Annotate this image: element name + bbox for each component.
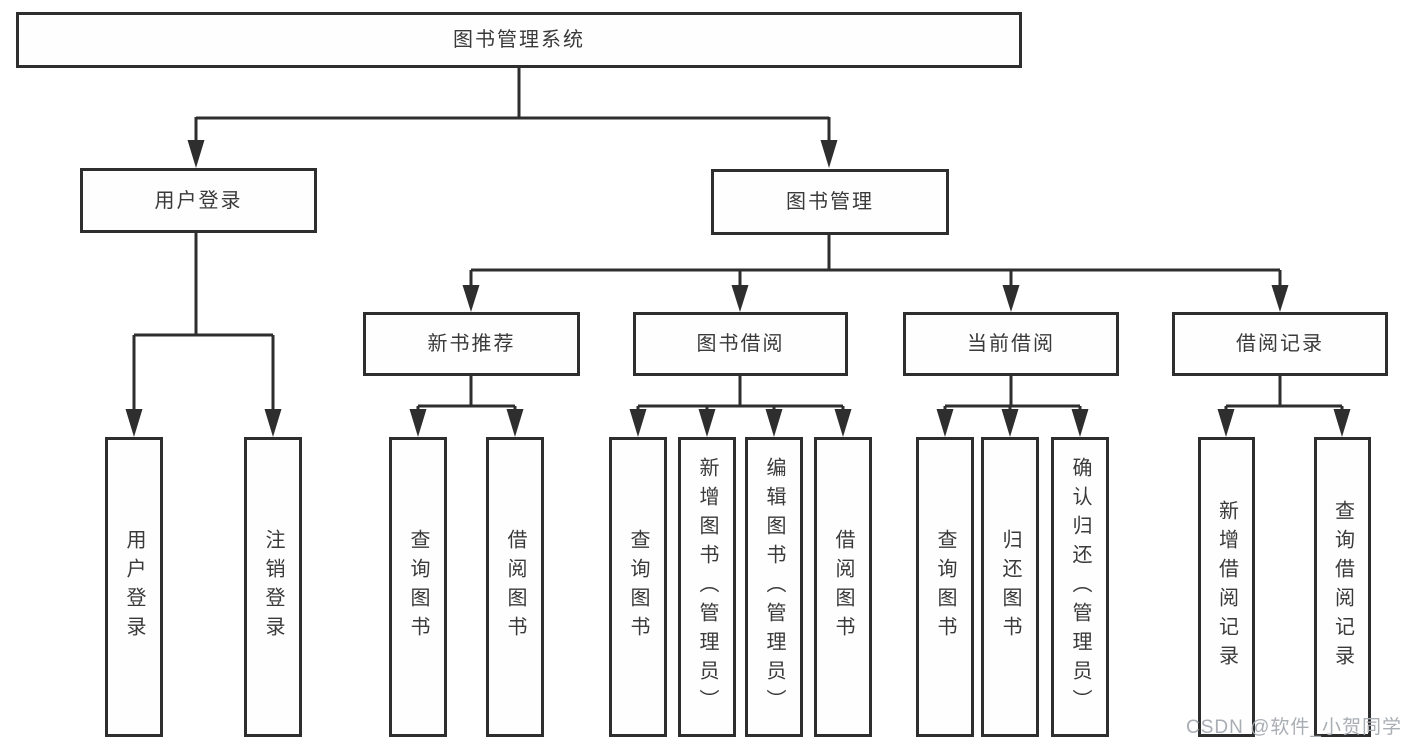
connector-newbooks-to-leaves [416,376,517,411]
arrowhead-down-icon [1333,409,1351,437]
leaf-return-books: 归还图书 [981,437,1039,737]
arrowhead-down-icon [264,409,282,437]
node-user-login: 用户登录 [80,168,317,233]
csdn-watermark: CSDN @软件_小贺同学 [1186,717,1402,738]
node-book-borrowing: 图书借阅 [633,312,848,376]
connector-records-to-leaves [1224,376,1344,411]
connector-bookmgmt-to-level3 [469,235,1282,286]
arrowhead-down-icon [834,409,852,437]
arrowhead-down-icon [409,409,427,437]
leaf-logout: 注销登录 [244,437,302,737]
connector-currentborrow-to-leaves [943,376,1082,411]
leaf-user-login: 用户登录 [105,437,163,737]
leaf-add-book-admin: 新增图书（管理员） [678,437,736,737]
node-new-book-recommend: 新书推荐 [363,312,580,376]
node-current-borrowing: 当前借阅 [903,312,1119,376]
arrowhead-down-icon [629,409,647,437]
leaf-add-borrow-record: 新增借阅记录 [1198,437,1255,737]
arrowhead-down-icon [125,409,143,437]
leaf-confirm-return-admin: 确认归还（管理员） [1051,437,1109,737]
arrowhead-down-icon [1002,285,1020,312]
arrowhead-down-icon [462,285,480,312]
arrowhead-down-icon [506,409,524,437]
leaf-query-books-borrow: 查询图书 [609,437,667,737]
arrowhead-down-icon [187,140,205,168]
node-book-management: 图书管理 [711,169,949,235]
connector-userlogin-to-leaves [132,233,275,411]
arrowhead-down-icon [820,140,838,168]
arrowhead-down-icon [731,285,749,312]
arrowhead-down-icon [1217,409,1235,437]
connector-root-to-level2 [194,67,831,141]
node-borrowing-records: 借阅记录 [1172,312,1388,376]
arrowhead-down-icon [765,409,783,437]
connector-bookborrow-to-leaves [636,376,845,411]
arrowhead-down-icon [1001,409,1019,437]
leaf-borrow-books-borrow: 借阅图书 [814,437,872,737]
arrowhead-down-icon [936,409,954,437]
leaf-query-books-current: 查询图书 [916,437,974,737]
leaf-query-borrow-record: 查询借阅记录 [1314,437,1371,737]
arrowhead-down-icon [1271,285,1289,312]
arrowhead-down-icon [698,409,716,437]
arrowhead-down-icon [1071,409,1089,437]
leaf-edit-book-admin: 编辑图书（管理员） [745,437,803,737]
leaf-borrow-books-recommend: 借阅图书 [486,437,544,737]
leaf-query-books-recommend: 查询图书 [389,437,447,737]
node-system-root: 图书管理系统 [16,12,1022,68]
